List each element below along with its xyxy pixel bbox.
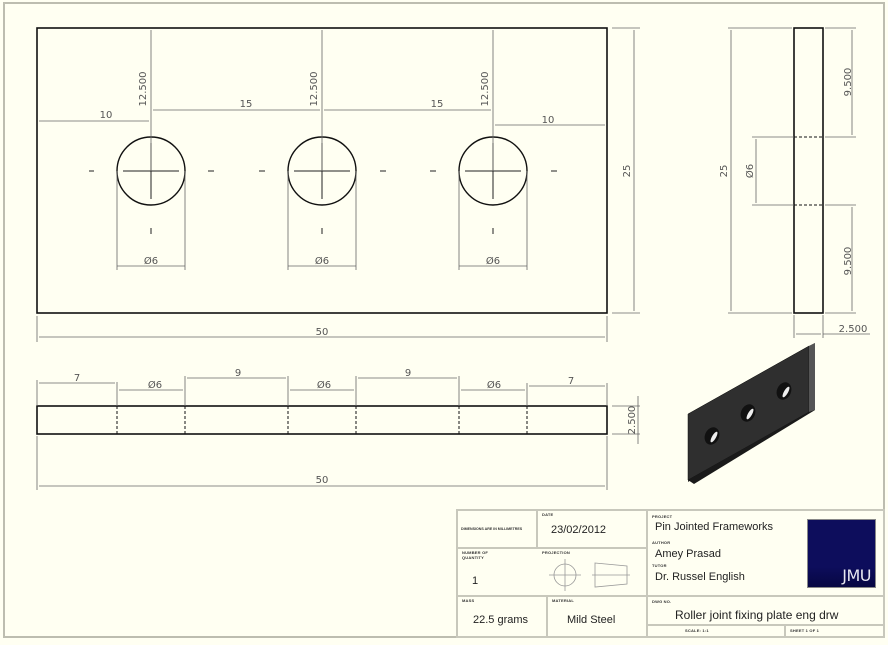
units-cell: DIMENSIONS ARE IN MILLIMETRES: [457, 510, 537, 548]
title-block-frame: [456, 509, 885, 638]
projection-label: PROJECTION: [542, 550, 571, 555]
project-info-cell: PROJECT Pin Jointed Frameworks AUTHOR Am…: [647, 510, 805, 596]
sheet-cell: SHEET 1 OF 1: [785, 625, 884, 637]
material-label: MATERIAL: [552, 598, 574, 603]
top-dim-thickness: 2.500: [627, 406, 638, 435]
date-value: 23/02/2012: [551, 524, 607, 536]
top-dim-seg-4: 7: [568, 376, 574, 387]
top-dim-hole-3: Ø6: [487, 379, 501, 391]
dim-hole-offset-2: 12.500: [309, 72, 320, 107]
units-note: DIMENSIONS ARE IN MILLIMETRES: [461, 527, 523, 531]
projection-symbol: [549, 559, 630, 591]
material-cell: MATERIAL Mild Steel: [547, 596, 647, 637]
quantity-cell: NUMBER OF QUANTITY 1: [457, 548, 537, 596]
date-cell: DATE 23/02/2012: [537, 510, 647, 548]
page-border: [3, 2, 885, 638]
tutor-label: TUTOR: [652, 563, 667, 568]
dwg-label: DWG NO.: [652, 599, 672, 604]
top-dim-seg-3: 9: [405, 368, 411, 379]
side-view: 25 9.500 9.500 Ø6 2.500: [719, 27, 870, 338]
scale-cell: SCALE: 1:1: [647, 625, 785, 637]
quantity-label: NUMBER OF QUANTITY: [462, 550, 489, 560]
mass-cell: MASS 22.5 grams: [457, 596, 547, 637]
dim-spacing-1: 15: [240, 99, 253, 110]
dim-hole-dia-1: Ø6: [144, 255, 158, 267]
drawing-title-cell: DWG NO. Roller joint fixing plate eng dr…: [647, 596, 884, 625]
drawing-title: Roller joint fixing plate eng drw: [675, 608, 839, 622]
top-view-outline: [36, 405, 608, 435]
quantity-value: 1: [472, 575, 479, 587]
project-label: PROJECT: [652, 514, 673, 519]
side-dim-height: 25: [719, 165, 730, 178]
side-dim-bottom-gap: 9.500: [843, 247, 854, 276]
dim-width: 50: [316, 327, 329, 338]
dim-height: 25: [622, 165, 633, 178]
sheet-value: SHEET 1 OF 1: [790, 628, 820, 633]
scale-value: SCALE: 1:1: [685, 628, 709, 633]
projection-cell: PROJECTION: [537, 548, 647, 596]
side-dim-top-gap: 9.500: [843, 68, 854, 97]
dim-left-offset: 10: [100, 110, 113, 121]
dim-right-offset: 10: [542, 115, 555, 126]
iso-holes: [704, 382, 792, 445]
date-label: DATE: [542, 512, 554, 517]
author-label: AUTHOR: [652, 540, 671, 545]
author-value: Amey Prasad: [655, 548, 722, 560]
logo-text: JMU: [842, 566, 871, 585]
material-value: Mild Steel: [567, 614, 616, 626]
side-view-outline: [793, 27, 824, 314]
front-view: 12.500 12.500 12.500 10 15 15 10 Ø6 Ø6 Ø…: [36, 27, 640, 342]
dim-spacing-2: 15: [431, 99, 444, 110]
side-dim-hole-dia: Ø6: [744, 164, 756, 178]
side-dim-thickness: 2.500: [839, 324, 868, 335]
mass-label: MASS: [462, 598, 475, 603]
top-dim-hole-2: Ø6: [317, 379, 331, 391]
top-dim-hole-1: Ø6: [148, 379, 162, 391]
dim-hole-dia-3: Ø6: [486, 255, 500, 267]
dim-hole-dia-2: Ø6: [315, 255, 329, 267]
top-dim-seg-2: 9: [235, 368, 241, 379]
jmu-logo: JMU: [807, 519, 876, 588]
top-dim-width: 50: [316, 475, 329, 486]
project-value: Pin Jointed Frameworks: [655, 521, 773, 533]
dim-hole-offset-3: 12.500: [480, 72, 491, 107]
front-view-outline: [36, 27, 608, 314]
top-dim-seg-1: 7: [74, 373, 80, 384]
tutor-value: Dr. Russel English: [655, 571, 745, 583]
isometric-view: [687, 343, 815, 484]
mass-value: 22.5 grams: [473, 614, 529, 626]
dim-hole-offset-1: 12.500: [138, 72, 149, 107]
top-view: 7 Ø6 9 Ø6 9 Ø6 7 2.500 50: [36, 368, 640, 490]
